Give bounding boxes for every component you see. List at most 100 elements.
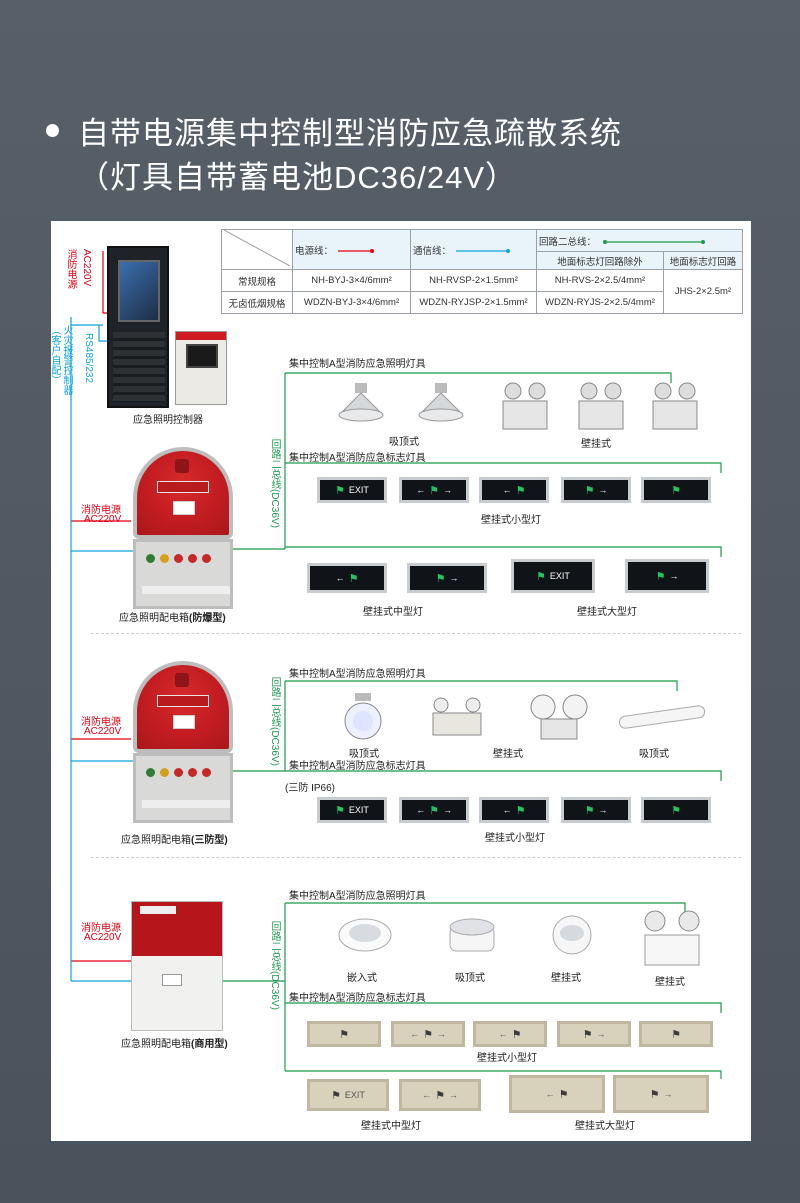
s1-label-medium: 壁挂式中型灯 [363,607,423,618]
s2-tube-light [618,705,706,729]
fire-alarm-cabinet [107,246,169,408]
s3-label-small-sign: 壁挂式小型灯 [477,1053,537,1064]
cable-spec-table: 电源线： 通信线： 回路二总线： 地面标志灯回路除外 地面标志灯回路 常规规格 … [221,228,744,314]
s1-sign-3: ←⚑ [479,477,549,503]
s2-sign-4: ⚑→ [561,797,631,823]
s3-label-medium: 壁挂式中型灯 [361,1121,421,1132]
s3-wall-light-1 [552,915,592,955]
s1-sign-2: ←⚑→ [399,477,469,503]
cabinet-rack [113,332,165,402]
s2-fire-power: 消防电源 [81,717,121,728]
row1-label: 常规规格 [221,269,293,292]
s3-wall-light-2 [644,910,700,966]
s1-fire-power: 消防电源 [81,505,121,516]
row2-power: WDZN-BYJ-3×4/6mm² [292,291,411,314]
s1-sign-large-2: ⚑→ [625,559,709,593]
s1-twin-head-light-1 [502,382,548,430]
s2-ac220: AC220V [84,726,122,737]
s3-ac220: AC220V [84,932,122,943]
s3-label-recessed: 嵌入式 [347,973,377,984]
s2-wall-light-1 [432,697,482,736]
legend-power-swatch [337,248,374,253]
s3-ceiling-light [449,918,495,952]
s2-distribution-box [133,661,233,831]
s1-sign-medium-2: ⚑→ [407,563,487,593]
s2-sign-5: ⚑ [641,797,711,823]
s2-ip-note: (三防 IP66) [285,783,336,794]
s3-bus-label: 回路二总线(DC36V) [269,921,280,1010]
running-man-icon: ⚑ [335,484,345,497]
s2-sign-1: ⚑EXIT [317,797,387,823]
s1-twin-head-light-2 [578,382,624,430]
legend-bus: 回路二总线： [536,228,743,253]
s2-bus-label: 回路二总线(DC36V) [269,677,280,766]
controller-header [176,332,226,340]
s3-label-wall: 壁挂式 [551,973,581,984]
s1-sign-large-1: ⚑EXIT [511,559,595,593]
s3-sign-2: ←⚑→ [391,1021,465,1047]
s1-box-label: 应急照明配电箱(防爆型) [119,613,226,624]
fire-alarm-vertical: 火灾报警控制器 [61,325,72,395]
arrow-right-icon: → [442,485,452,495]
s2-label-ceiling-2: 吸顶式 [639,749,669,760]
s1-label-wall: 壁挂式 [581,439,611,450]
s1-sign-medium-1: ←⚑ [307,563,387,593]
legend-sub-col1: 地面标志灯回路除外 [536,251,664,270]
s2-label-ceiling: 吸顶式 [349,749,379,760]
floor-spec: JHS-2×2.5m² [662,269,744,314]
s2-sign-2: ←⚑→ [399,797,469,823]
wiring-lines [70,251,722,1079]
s3-label-ceiling: 吸顶式 [455,973,485,984]
s3-sign-1: ⚑ [307,1021,381,1047]
controller-screen [186,344,218,368]
legend-bus-swatch [602,239,705,244]
legend-comm: 通信线： [410,229,537,270]
system-diagram: 消防电源 AC220V 火灾报警控制器 （客户自配） RS485/232 电源线… [49,221,751,1141]
arrow-left-icon: ← [502,485,512,495]
s3-sign-large-1: ←⚑ [509,1075,605,1113]
s2-sign-3: ←⚑ [479,797,549,823]
emergency-controller [175,331,227,405]
legend-power-label: 电源线： [295,245,334,257]
row2-comm: WDZN-RYJSP-2×1.5mm² [410,291,537,314]
s1-twin-head-light-3 [652,382,698,430]
cabinet-screen [118,260,160,322]
s2-box-label: 应急照明配电箱(三防型) [121,835,228,846]
s3-label-wall-2: 壁挂式 [655,977,685,988]
row2-label: 无卤低烟规格 [221,291,293,314]
legend-bus-label: 回路二总线： [539,236,597,248]
s2-wall-light-2 [530,694,588,740]
s1-pendant-light-1 [338,383,384,422]
controller-label: 应急照明控制器 [133,415,203,426]
arrow-right-icon: → [598,485,608,495]
s2-label-wall: 壁挂式 [493,749,523,760]
s1-label-ceiling: 吸顶式 [389,437,419,448]
legend-comm-label: 通信线： [413,245,452,257]
bullet-icon [46,124,59,137]
s3-group2-title: 集中控制A型消防应急标志灯具 [289,993,426,1004]
s3-sign-large-2: ⚑→ [613,1075,709,1113]
s1-bus-label: 回路二总线(DC36V) [269,439,280,528]
s3-sign-medium-1: ⚑EXIT [307,1079,389,1111]
s2-label-small-sign: 壁挂式小型灯 [485,833,545,844]
s2-group1-title: 集中控制A型消防应急照明灯具 [289,669,426,680]
s3-box-label: 应急照明配电箱(商用型) [121,1039,228,1050]
row1-bus: NH-RVS-2×2.5/4mm² [536,269,664,292]
title-line-1: 自带电源集中控制型消防应急疏散系统 [78,116,622,151]
s3-label-large: 壁挂式大型灯 [575,1121,635,1132]
s3-distribution-box [131,901,223,1031]
customer-vertical: （客户自配） [49,325,60,385]
s1-pendant-light-2 [418,383,464,422]
arrow-left-icon: ← [416,485,426,495]
s3-group1-title: 集中控制A型消防应急照明灯具 [289,891,426,902]
row1-power: NH-BYJ-3×4/6mm² [292,269,411,292]
ac220-vertical: AC220V [81,249,92,287]
s2-group2-title: 集中控制A型消防应急标志灯具 [289,761,426,772]
s1-group2-title: 集中控制A型消防应急标志灯具 [289,453,426,464]
row2-bus: WDZN-RYJS-2×2.5/4mm² [536,291,664,314]
s1-group1-title: 集中控制A型消防应急照明灯具 [289,359,426,370]
s1-distribution-box [133,447,233,617]
s1-ac220: AC220V [84,514,122,525]
brand-logo-icon [173,501,195,515]
s3-sign-5: ⚑ [639,1021,713,1047]
